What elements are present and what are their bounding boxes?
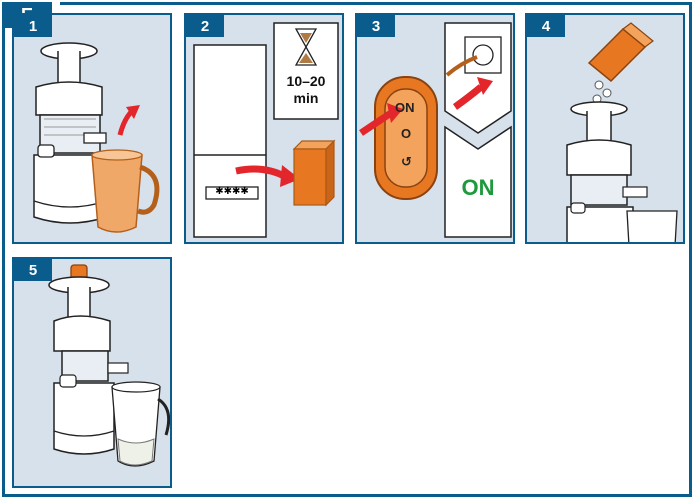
step-1-number: 1 bbox=[14, 15, 52, 37]
status-on-text: ON bbox=[461, 175, 495, 200]
step-2-number: 2 bbox=[186, 15, 224, 37]
switch-off-label: O bbox=[401, 126, 412, 141]
step-5-number: 5 bbox=[14, 259, 52, 281]
step-2-panel: 2 10–20 min ✱✱✱✱ bbox=[184, 13, 344, 244]
step-4-number: 4 bbox=[527, 15, 565, 37]
step-4-panel: 4 bbox=[525, 13, 685, 244]
step-3-panel: 3 ON O ↺ ON bbox=[355, 13, 515, 244]
power-switch-icon bbox=[359, 22, 512, 238]
switch-on-label: ON bbox=[395, 100, 415, 115]
switch-reverse-label: ↺ bbox=[401, 154, 412, 169]
pour-ingredients-icon bbox=[566, 22, 678, 242]
fridge-and-timer-icon bbox=[193, 22, 339, 238]
juicer-with-pusher-icon bbox=[48, 264, 170, 467]
step-5-panel: 5 bbox=[12, 257, 172, 488]
step-1-panel: 1 bbox=[12, 13, 172, 244]
juicer-with-jug-icon bbox=[33, 42, 160, 233]
timer-text: 10–20 min bbox=[286, 73, 326, 106]
step-3-number: 3 bbox=[357, 15, 395, 37]
fridge-code-label: ✱✱✱✱ bbox=[215, 186, 249, 197]
